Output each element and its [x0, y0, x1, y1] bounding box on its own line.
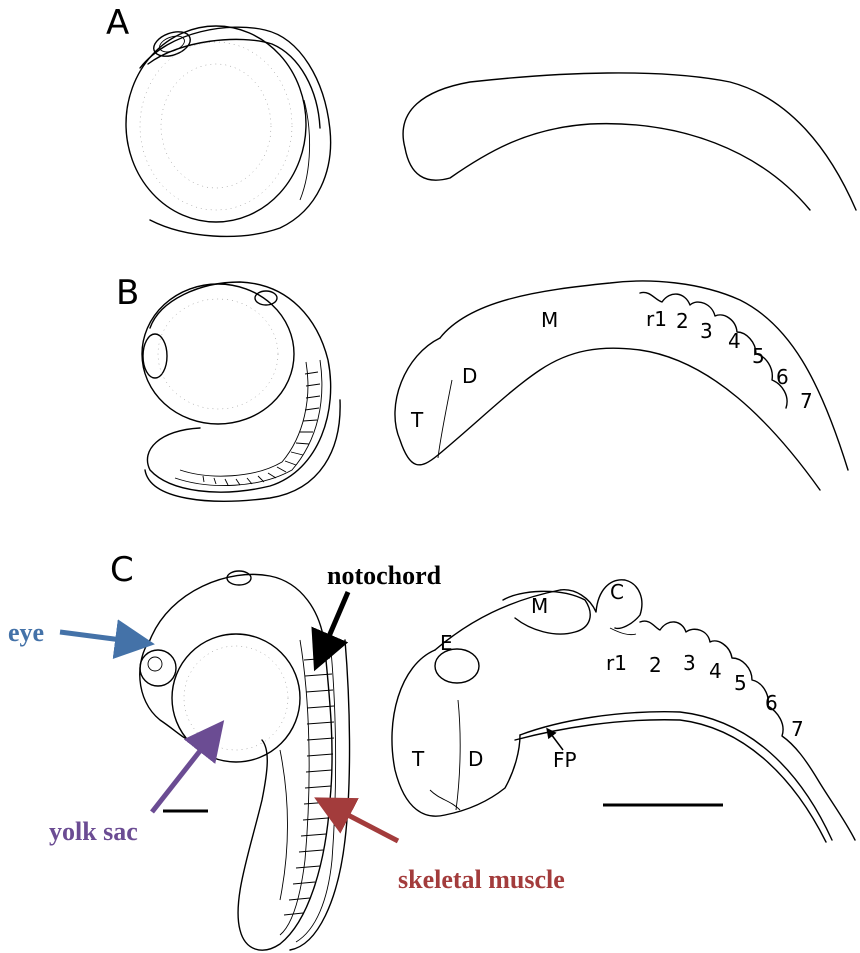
eye-label: eye	[8, 618, 44, 647]
region-r6: 6	[765, 691, 778, 715]
region-m: M	[541, 308, 558, 332]
panel-b-label: B	[116, 273, 139, 313]
region-fp: FP	[553, 748, 577, 772]
region-r7: 7	[791, 717, 804, 741]
notochord-arrow	[318, 592, 348, 662]
yolk-sac-label: yolk sac	[49, 817, 138, 846]
region-r2: 2	[676, 309, 689, 333]
panel-a-embryo-drawing	[126, 26, 331, 236]
region-t: T	[411, 747, 425, 771]
panel-b-embryo-drawing	[142, 282, 340, 501]
region-r2: 2	[649, 653, 662, 677]
region-r4: 4	[728, 329, 741, 353]
region-r3: 3	[683, 651, 696, 675]
panel-a-neural-outline	[403, 73, 856, 210]
region-d: D	[462, 364, 477, 388]
region-r5: 5	[734, 671, 747, 695]
yolk-sac-arrow	[152, 728, 218, 812]
region-r1: r1	[646, 307, 667, 331]
skeletal-muscle-label: skeletal muscle	[398, 865, 565, 894]
panel-a-label: A	[106, 3, 129, 43]
region-r5: 5	[752, 344, 765, 368]
region-e: E	[440, 631, 453, 655]
region-d: D	[468, 747, 483, 771]
region-r6: 6	[776, 365, 789, 389]
panel-c-neural-outline	[392, 580, 855, 842]
region-r7: 7	[800, 389, 813, 413]
panel-c-region-labels: T D E M C r1 2 3 4 5 6 7 FP	[411, 580, 804, 772]
region-t: T	[410, 408, 424, 432]
panel-c-label: C	[110, 550, 134, 590]
region-c: C	[610, 580, 624, 604]
region-r1: r1	[606, 651, 627, 675]
eye-arrow	[60, 632, 145, 643]
panel-c-embryo-drawing	[140, 571, 350, 950]
region-r3: 3	[700, 319, 713, 343]
region-m: M	[531, 594, 548, 618]
notochord-label: notochord	[327, 561, 442, 590]
region-r4: 4	[709, 659, 722, 683]
panel-b-region-labels: T D M r1 2 3 4 5 6 7	[410, 307, 813, 432]
fp-pointer	[548, 730, 563, 750]
